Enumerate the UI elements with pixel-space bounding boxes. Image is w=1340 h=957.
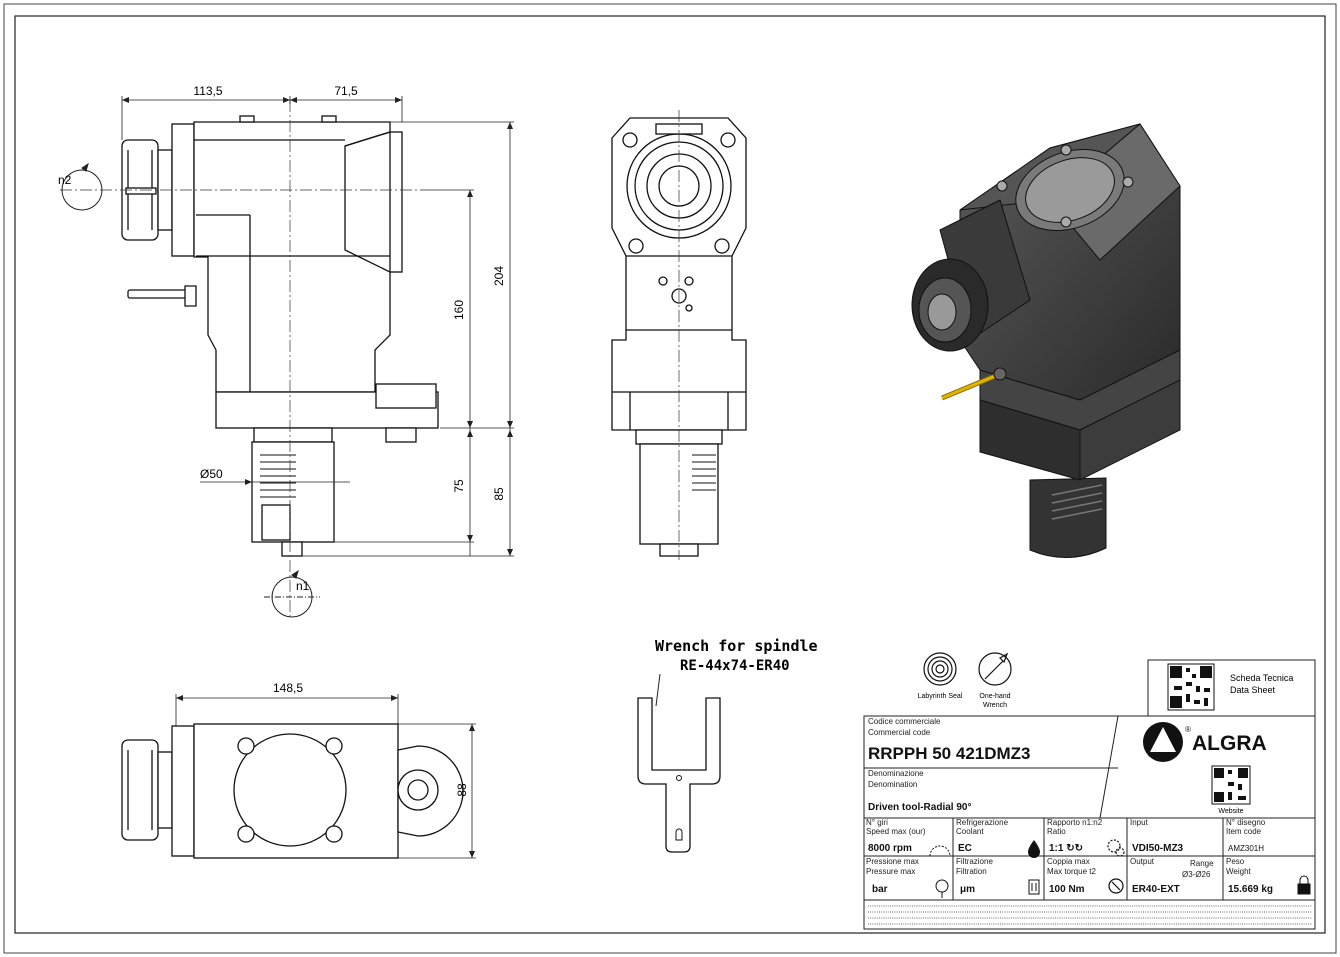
cell-output-label: Output — [1130, 857, 1155, 866]
cell-filtration-label-en: Filtration — [956, 867, 987, 876]
front-view — [121, 115, 439, 557]
cell-drawing-label-it: N° disegno — [1226, 818, 1266, 827]
inner-frame — [14, 15, 1326, 934]
isometric-3d-view — [911, 123, 1181, 559]
cell-weight-value: 15.669 kg — [1228, 884, 1273, 895]
code-label-en: Commercial code — [868, 728, 931, 737]
cell-input-label: Input — [1130, 818, 1149, 827]
algra-registered: ® — [1185, 725, 1191, 734]
one-hand-wrench-icon — [978, 652, 1012, 686]
top-view — [121, 723, 464, 859]
coolant-pipe — [127, 289, 193, 299]
denom-label-en: Denomination — [868, 780, 917, 789]
datasheet-label-en: Data Sheet — [1230, 685, 1276, 695]
cell-torque-label-it: Coppia max — [1047, 857, 1090, 866]
speed-gauge-icon — [929, 845, 951, 857]
dim-148-5: 148,5 — [273, 681, 303, 695]
denom-label-it: Denominazione — [868, 769, 924, 778]
cell-ratio-label-en: Ratio — [1047, 827, 1066, 836]
rotation-n2-label: n2 — [58, 173, 72, 187]
cell-range-value: Ø3-Ø26 — [1182, 870, 1211, 879]
cell-pressure-label-it: Pressione max — [866, 857, 919, 866]
denomination-value: Driven tool-Radial 90° — [868, 802, 971, 813]
pressure-gauge-icon — [935, 879, 949, 898]
rotation-n1-symbol — [264, 569, 320, 618]
wrench-title: Wrench for spindle — [655, 637, 818, 655]
rotation-n2-symbol — [61, 162, 103, 211]
cell-speed-value: 8000 rpm — [868, 843, 912, 854]
cell-weight-label-it: Peso — [1226, 857, 1245, 866]
wrench-code: RE-44x74-ER40 — [680, 658, 790, 674]
cell-pressure-label-en: Pressure max — [866, 867, 915, 876]
cell-pressure-value: bar — [872, 884, 888, 895]
algra-logo: ALGRA ® — [1143, 722, 1267, 762]
datasheet-label-it: Scheda Tecnica — [1230, 673, 1293, 683]
cell-ratio-value: 1:1 ↻↻ — [1049, 843, 1083, 854]
cell-drawing-label-en: Item code — [1226, 827, 1262, 836]
weight-lock-icon — [1297, 875, 1311, 895]
outer-frame — [3, 3, 1337, 954]
cell-weight-label-en: Weight — [1226, 867, 1252, 876]
cell-coolant-label-en: Coolant — [956, 827, 984, 836]
dim-75: 75 — [452, 479, 466, 493]
dim-160: 160 — [452, 300, 466, 320]
website-qr-icon — [1211, 765, 1251, 805]
dim-71-5: 71,5 — [334, 84, 358, 98]
dim-204: 204 — [492, 266, 506, 286]
one-hand-wrench-label-2: Wrench — [983, 702, 1007, 709]
cell-range-label: Range — [1190, 859, 1214, 868]
title-block — [863, 659, 1316, 930]
one-hand-wrench-label-1: One-hand — [979, 693, 1010, 700]
datasheet-qr-icon — [1167, 663, 1215, 711]
cell-torque-label-en: Max torque t2 — [1047, 867, 1096, 876]
labyrinth-seal-label: Labyrinth Seal — [918, 693, 963, 700]
cell-input-value: VDI50-MZ3 — [1132, 843, 1184, 854]
coolant-drop-icon — [1028, 840, 1040, 858]
rotation-n1-label: n1 — [296, 579, 310, 593]
cell-coolant-value: EC — [958, 843, 972, 854]
gears-icon — [1107, 839, 1125, 857]
commercial-code-value: RRPPH 50 421DMZ3 — [868, 744, 1031, 763]
cell-ratio-label-it: Rapporto n1:n2 — [1047, 818, 1103, 827]
torque-icon — [1108, 878, 1124, 894]
code-label-it: Codice commerciale — [868, 717, 941, 726]
cell-speed-label-en: Speed max (our) — [866, 827, 926, 836]
website-label: Website — [1218, 808, 1243, 815]
cell-coolant-label-it: Refrigerazione — [956, 818, 1009, 827]
cell-output-value: ER40-EXT — [1132, 884, 1180, 895]
cell-drawing-value: AMZ301H — [1228, 844, 1264, 853]
cell-filtration-label-it: Filtrazione — [956, 857, 993, 866]
legal-fineprint-band — [868, 905, 1312, 925]
dim-diameter-50: Ø50 — [200, 467, 223, 481]
dim-113-5: 113,5 — [193, 84, 222, 98]
vdi-shank — [253, 427, 333, 443]
labyrinth-seal-icon — [923, 652, 957, 686]
dim-88: 88 — [455, 783, 469, 797]
cell-torque-value: 100 Nm — [1049, 884, 1085, 895]
cell-filtration-value: μm — [960, 884, 975, 895]
filter-icon — [1028, 879, 1040, 895]
cell-speed-label-it: N° giri — [866, 818, 888, 827]
algra-logo-text: ALGRA — [1192, 732, 1267, 755]
dim-85: 85 — [492, 487, 506, 501]
